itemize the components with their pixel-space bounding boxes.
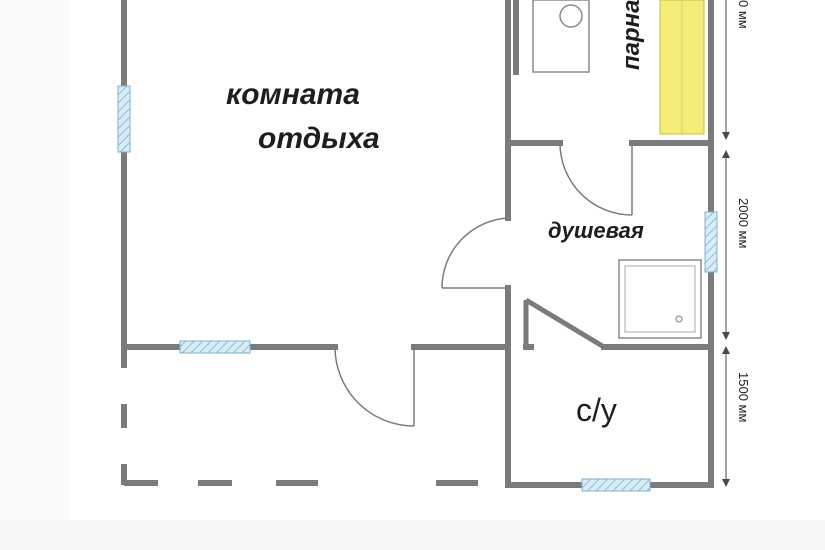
dimension-shower: 2000 мм: [736, 198, 751, 249]
dim-arrow: [722, 479, 730, 487]
shower-room-label: душевая: [548, 218, 644, 243]
window-rest-bottom: [179, 340, 251, 354]
shower-drain-icon: [675, 315, 683, 323]
left-margin: [0, 0, 70, 550]
window-left: [117, 85, 131, 153]
stove-burner: [559, 4, 583, 28]
shower-tray-inner: [624, 265, 696, 333]
dim-arrow: [722, 132, 730, 140]
dim-arrow: [722, 150, 730, 158]
rest-room-label-line2: отдыха: [258, 122, 380, 155]
bottom-margin: [0, 520, 825, 550]
dimension-steam: 0 мм: [736, 0, 751, 29]
dim-arrow: [722, 346, 730, 354]
window-shower: [704, 211, 718, 273]
dimension-wc: 1500 мм: [736, 372, 751, 423]
door-arc-entrance: [334, 346, 415, 427]
steam-room-label: парная: [618, 0, 645, 70]
rest-room-label-line1: комната: [226, 78, 360, 111]
shower-partition: [524, 297, 606, 350]
window-wc: [581, 478, 651, 492]
door-arc-shower: [441, 217, 509, 289]
dim-arrow: [722, 332, 730, 340]
door-arc-steam: [559, 142, 633, 216]
wc-label: с/у: [576, 392, 617, 428]
